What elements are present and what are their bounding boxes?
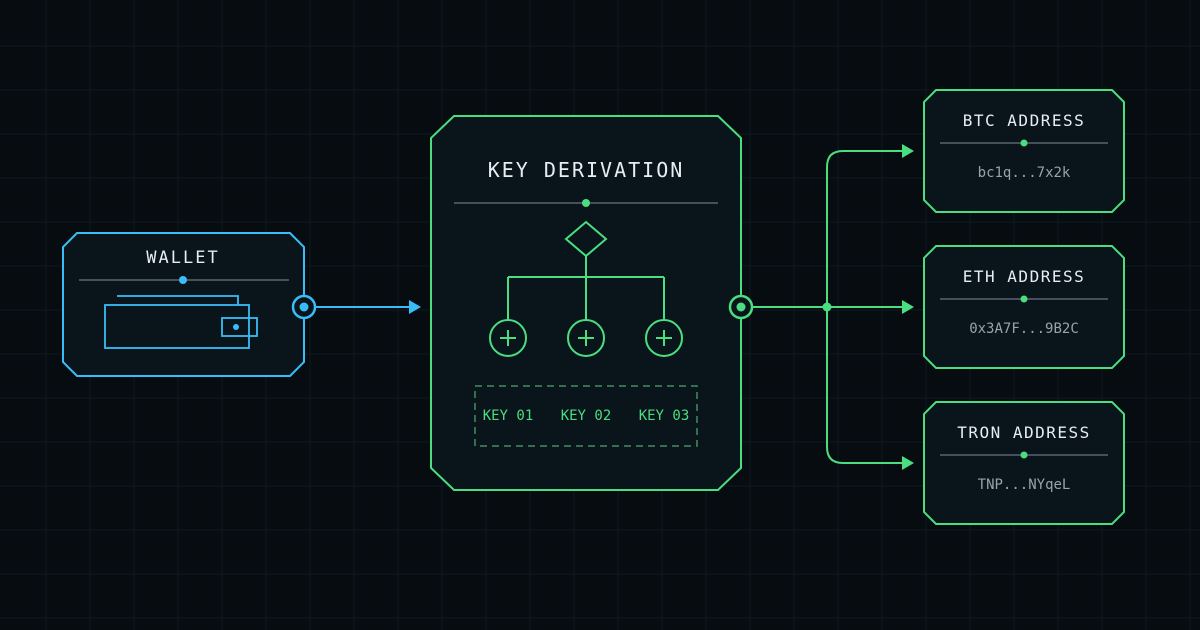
eth-address-title: ETH ADDRESS <box>963 267 1085 286</box>
wallet-title: WALLET <box>146 248 219 268</box>
btc-address-title: BTC ADDRESS <box>963 111 1085 130</box>
key-list: KEY 01 KEY 02 KEY 03 <box>474 385 698 447</box>
tron-address-value: TNP...NYqeL <box>978 477 1071 493</box>
connector-junction-dot <box>822 302 832 312</box>
wallet-panel: WALLET <box>62 232 317 377</box>
btc-address-value: bc1q...7x2k <box>978 165 1071 181</box>
tron-address-title: TRON ADDRESS <box>957 423 1091 442</box>
derivation-title: KEY DERIVATION <box>488 158 685 182</box>
wallet-output-port <box>291 294 317 320</box>
derivation-output-port <box>728 294 754 320</box>
key-list-frame <box>474 385 698 447</box>
derivation-divider-dot <box>582 199 590 207</box>
tron-address-panel: TRON ADDRESS TNP...NYqeL <box>923 401 1125 525</box>
key-label-2: KEY 02 <box>561 408 612 424</box>
btc-address-panel-frame <box>923 89 1125 213</box>
eth-address-panel-frame <box>923 245 1125 369</box>
key-label-1: KEY 01 <box>483 408 534 424</box>
eth-address-value: 0x3A7F...9B2C <box>969 321 1079 337</box>
tron-divider-dot <box>1020 451 1028 459</box>
child-key-node-2-icon <box>567 319 605 357</box>
child-key-node-3-icon <box>645 319 683 357</box>
arrow-right-icon <box>902 456 914 470</box>
derivation-panel: KEY DERIVATION KEY 01 <box>430 115 754 491</box>
btc-divider-dot <box>1020 139 1028 147</box>
derivation-tree-icon <box>489 220 683 357</box>
wallet-to-derivation-connector <box>316 300 421 314</box>
wallet-divider-dot <box>179 276 187 284</box>
wallet-icon <box>104 295 258 349</box>
tron-address-panel-frame <box>923 401 1125 525</box>
eth-address-panel: ETH ADDRESS 0x3A7F...9B2C <box>923 245 1125 369</box>
arrow-right-icon <box>409 300 421 314</box>
eth-divider-dot <box>1020 295 1028 303</box>
btc-address-panel: BTC ADDRESS bc1q...7x2k <box>923 89 1125 213</box>
arrow-right-icon <box>902 300 914 314</box>
child-key-node-1-icon <box>489 319 527 357</box>
arrow-right-icon <box>902 144 914 158</box>
key-label-3: KEY 03 <box>639 408 690 424</box>
derivation-to-address-connectors <box>753 144 914 470</box>
